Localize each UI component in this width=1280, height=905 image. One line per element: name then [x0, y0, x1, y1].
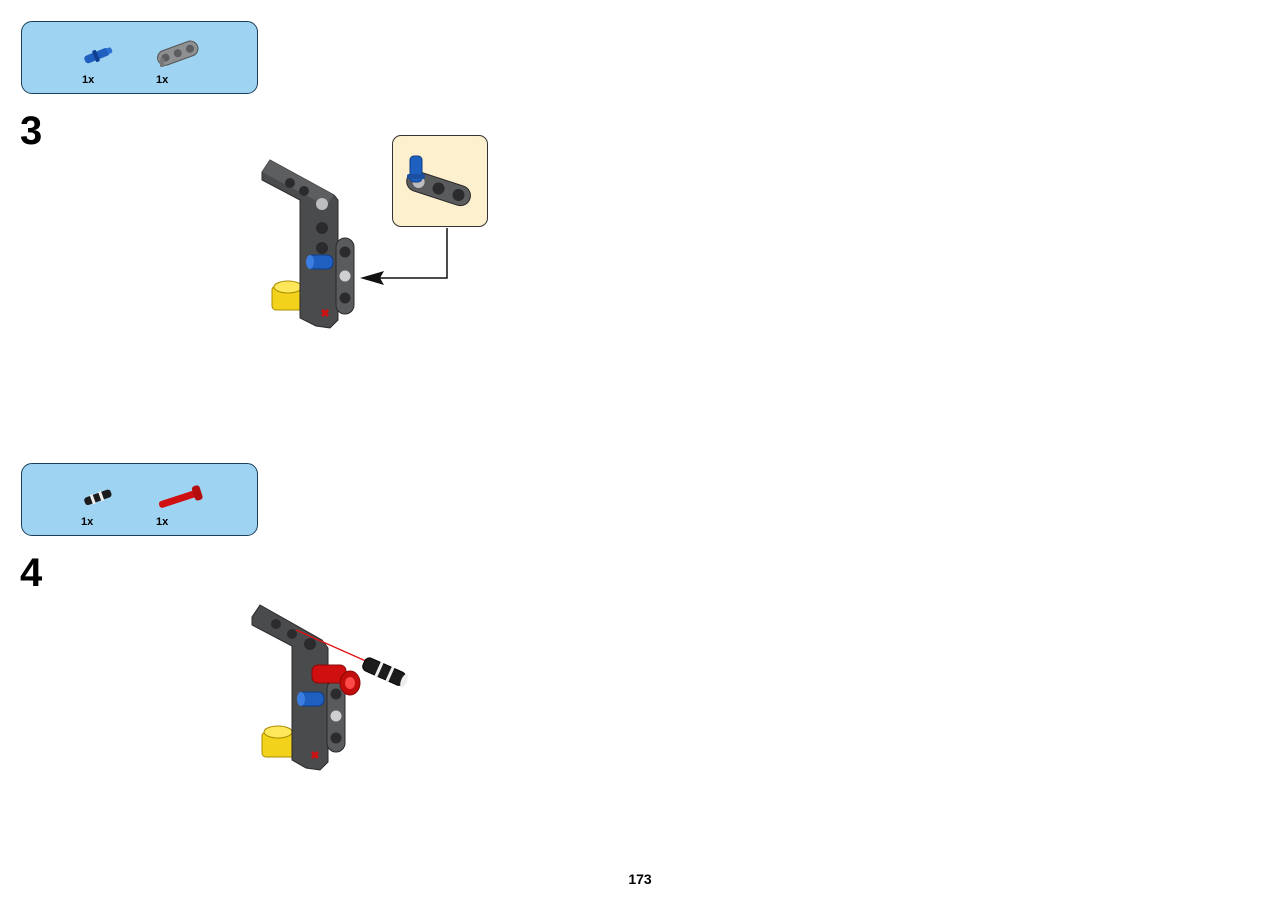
- parts-list-step-3: 1x 1x: [21, 21, 258, 94]
- red-axle-pin-attached: [311, 664, 361, 696]
- callout-assembly-icon: [406, 155, 471, 207]
- part-qty: 1x: [81, 516, 94, 528]
- blue-pin-attached: [306, 254, 334, 270]
- part-red-axle-pin: 1x: [146, 472, 206, 530]
- black-pin-icon: [84, 489, 112, 506]
- red-guide-line: [295, 629, 369, 663]
- part-qty: 1x: [156, 516, 169, 528]
- gray-beam-icon: [157, 40, 199, 67]
- l-beam: [261, 159, 339, 329]
- step-number-3: 3: [20, 109, 43, 153]
- yellow-connector: [261, 725, 297, 758]
- part-blue-pin: 1x: [72, 30, 132, 88]
- blue-pin-icon: [84, 47, 113, 64]
- yellow-connector: [271, 280, 307, 311]
- part-gray-beam: 1x: [147, 30, 207, 88]
- blue-pin-attached: [297, 691, 325, 707]
- part-black-pin: 1x: [72, 472, 132, 530]
- part-qty: 1x: [156, 74, 169, 86]
- red-axle-pin-icon: [158, 485, 203, 508]
- gray-beam-attached: [326, 679, 346, 753]
- gray-beam-attached: [335, 237, 355, 315]
- l-beam: [251, 604, 329, 771]
- step-number-4: 4: [20, 551, 43, 595]
- black-pin-incoming: [362, 657, 409, 688]
- sub-assembly-callout: [392, 135, 488, 227]
- page-number: 173: [628, 871, 652, 887]
- part-qty: 1x: [82, 74, 95, 86]
- parts-list-step-4: 1x 1x: [21, 463, 258, 536]
- arrow-icon: [360, 228, 448, 285]
